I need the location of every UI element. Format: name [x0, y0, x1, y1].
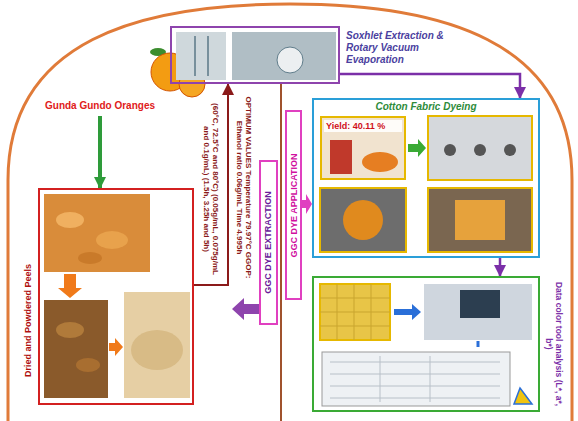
peel-piece [96, 231, 128, 249]
flow-arrow [194, 84, 228, 285]
machine-knob [474, 144, 486, 156]
fabric-sample-photo [320, 284, 390, 340]
process-box: Dried and Powdered Peels [38, 188, 194, 405]
process-box: Soxhlet Extraction & Rotary Vacuum Evapo… [170, 26, 340, 84]
flow-arrow [340, 74, 520, 98]
dried-peel-photo [44, 300, 108, 398]
flow-arrow [499, 258, 502, 276]
powder-photo [124, 292, 190, 398]
glassware [194, 36, 196, 76]
dome-outline [8, 4, 572, 421]
process-box: Data color tool analysis (L*, a*, b*) [312, 276, 540, 412]
divider-line [280, 84, 282, 421]
yield-value: Yield: 40.11 % [324, 120, 402, 132]
computer-photo [424, 284, 532, 340]
peel-piece [76, 358, 100, 372]
block-arrow [232, 298, 259, 320]
soxhlet-photo [176, 32, 226, 80]
flow-arrow [98, 116, 102, 188]
dye-photo [320, 116, 406, 180]
dye-jar [330, 140, 352, 174]
monitor [460, 290, 500, 318]
dye-powder [362, 152, 398, 172]
dyeing-machine-photo [428, 116, 532, 180]
process-arrow [477, 341, 480, 347]
peel-piece [78, 252, 102, 264]
fabric-photo [428, 188, 532, 252]
rotary-flask [277, 47, 303, 73]
dye-bath-photo [320, 188, 406, 252]
peel-piece [56, 212, 84, 228]
stage-label-box: GGC DYE EXTRACTION [259, 160, 278, 325]
process-box: Cotton Fabric DyeingYield: 40.11 % [312, 98, 540, 258]
dye-bath [343, 200, 383, 240]
powder-heap [131, 330, 183, 370]
dyed-fabric [455, 200, 505, 240]
stage-label: GGC DYE APPLICATION [287, 112, 300, 298]
stage-label-box: GGC DYE APPLICATION [285, 110, 302, 300]
condition-values: (60°C, 72.5°C and 80°C) (0.05g/mL, 0.075… [197, 100, 225, 278]
software-screenshot [322, 352, 510, 406]
stage-label: GGC DYE EXTRACTION [261, 162, 276, 323]
block-arrow [302, 194, 312, 214]
process-arrow [408, 139, 426, 157]
box-heading: Soxhlet Extraction & Rotary Vacuum Evapo… [346, 30, 471, 66]
machine-knob [504, 144, 516, 156]
peel-photo [44, 194, 150, 272]
process-arrow [58, 274, 82, 298]
triangle-marker [514, 388, 532, 404]
photo-frame: Yield: 40.11 % [320, 116, 406, 180]
process-arrow [394, 304, 421, 320]
process-arrow [109, 338, 123, 356]
rotary-photo [232, 32, 336, 80]
machine-knob [444, 144, 456, 156]
box-heading: Cotton Fabric Dyeing [314, 101, 538, 113]
peel-piece [56, 322, 84, 338]
box-heading: Dried and Powdered Peels [20, 240, 35, 400]
glassware [207, 36, 209, 76]
photo-caption: Gunda Gundo Oranges [45, 100, 170, 112]
screenshot-grid [330, 356, 500, 402]
fabric-weave [320, 284, 390, 340]
box-heading: Data color tool analysis (L*, a*, b*) [544, 278, 564, 410]
optimum-values: OPTIMUM VALUES Temperature 79.97°C GGOP:… [231, 92, 256, 282]
